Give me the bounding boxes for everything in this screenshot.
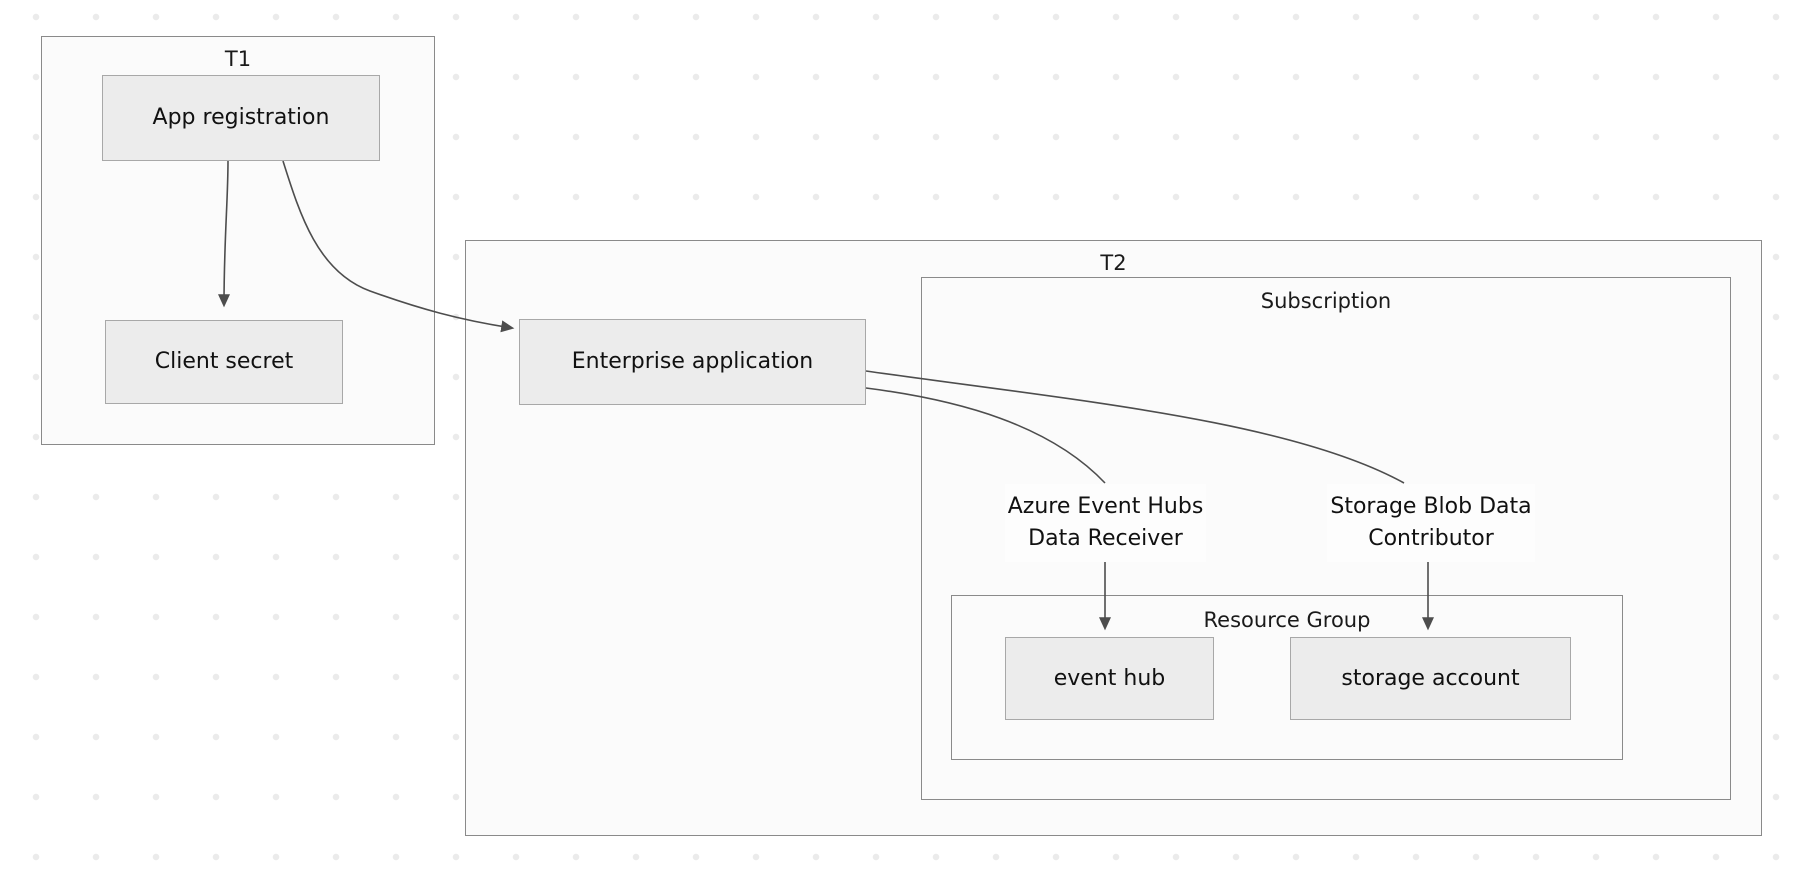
edge-label-event-hubs-line1: Azure Event Hubs [1007, 494, 1204, 520]
node-enterprise-application-label: Enterprise application [571, 349, 814, 375]
node-enterprise-application[interactable]: Enterprise application [519, 319, 866, 405]
node-storage-account[interactable]: storage account [1290, 637, 1571, 720]
node-client-secret[interactable]: Client secret [105, 320, 343, 404]
cluster-t2-label: T2 [1100, 251, 1127, 275]
edge-label-storage-blob-data-contributor: Storage Blob Data Contributor [1327, 484, 1535, 562]
cluster-resource-group-label: Resource Group [1203, 608, 1371, 632]
edge-label-event-hubs-line2: Data Receiver [1028, 526, 1183, 551]
cluster-t1-label: T1 [224, 47, 252, 71]
edge-label-blob-line2: Contributor [1368, 526, 1494, 551]
node-storage-account-label: storage account [1341, 665, 1520, 691]
node-client-secret-label: Client secret [154, 349, 294, 375]
cluster-subscription-label: Subscription [1260, 289, 1392, 313]
node-app-registration[interactable]: App registration [102, 75, 380, 161]
node-event-hub-label: event hub [1053, 665, 1166, 691]
node-event-hub[interactable]: event hub [1005, 637, 1214, 720]
node-app-registration-label: App registration [152, 105, 330, 131]
edge-label-blob-line1: Storage Blob Data [1330, 494, 1532, 520]
edge-label-event-hubs-data-receiver: Azure Event Hubs Data Receiver [1005, 484, 1206, 562]
